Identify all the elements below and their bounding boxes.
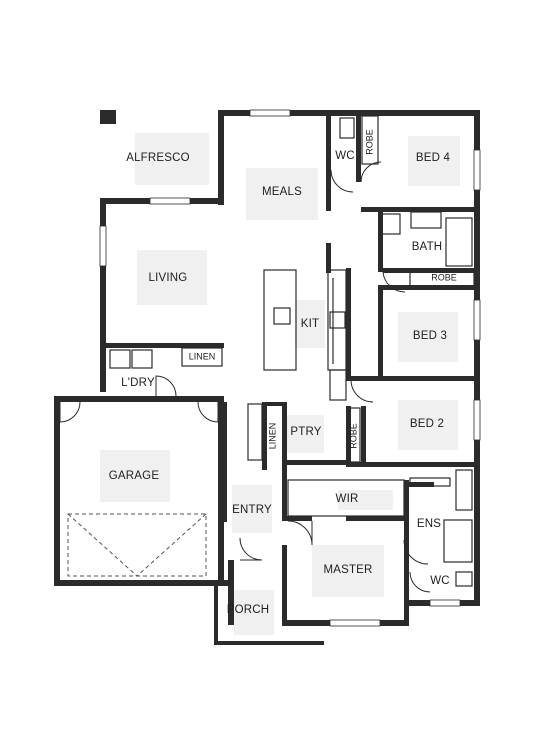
room-wc-top: WC: [335, 150, 355, 162]
door-swings: [59, 161, 431, 593]
room-bed3: BED 3: [413, 330, 447, 342]
room-labels: ALFRESCO MEALS WC ROBE BED 4 BATH ROBE L…: [109, 129, 457, 616]
room-wir: WIR: [336, 493, 359, 505]
room-robe-bed3: ROBE: [431, 272, 457, 282]
room-alfresco: ALFRESCO: [126, 152, 190, 164]
room-linen-ldry: LINEN: [189, 351, 216, 361]
label-pads: [100, 133, 460, 635]
room-garage: GARAGE: [109, 470, 160, 482]
room-living: LIVING: [149, 272, 188, 284]
room-meals: MEALS: [262, 186, 302, 198]
room-ldry: L'DRY: [121, 377, 155, 389]
room-robe-bed2: ROBE: [348, 423, 358, 449]
room-master: MASTER: [323, 564, 372, 576]
room-robe-bed4: ROBE: [364, 129, 374, 155]
garage-door-panel: [67, 513, 207, 577]
room-bed4: BED 4: [416, 152, 451, 164]
room-ens: ENS: [417, 518, 441, 530]
room-ptry: PTRY: [290, 426, 321, 438]
room-wc-ens: WC: [430, 575, 450, 587]
room-kit: KIT: [301, 318, 320, 330]
room-bath: BATH: [412, 241, 443, 253]
windows: [99, 109, 481, 627]
room-porch: PORCH: [227, 604, 270, 616]
fixtures: [109, 115, 475, 587]
room-bed2: BED 2: [410, 418, 444, 430]
room-linen-ptry: LINEN: [267, 423, 277, 450]
room-entry: ENTRY: [232, 504, 272, 516]
